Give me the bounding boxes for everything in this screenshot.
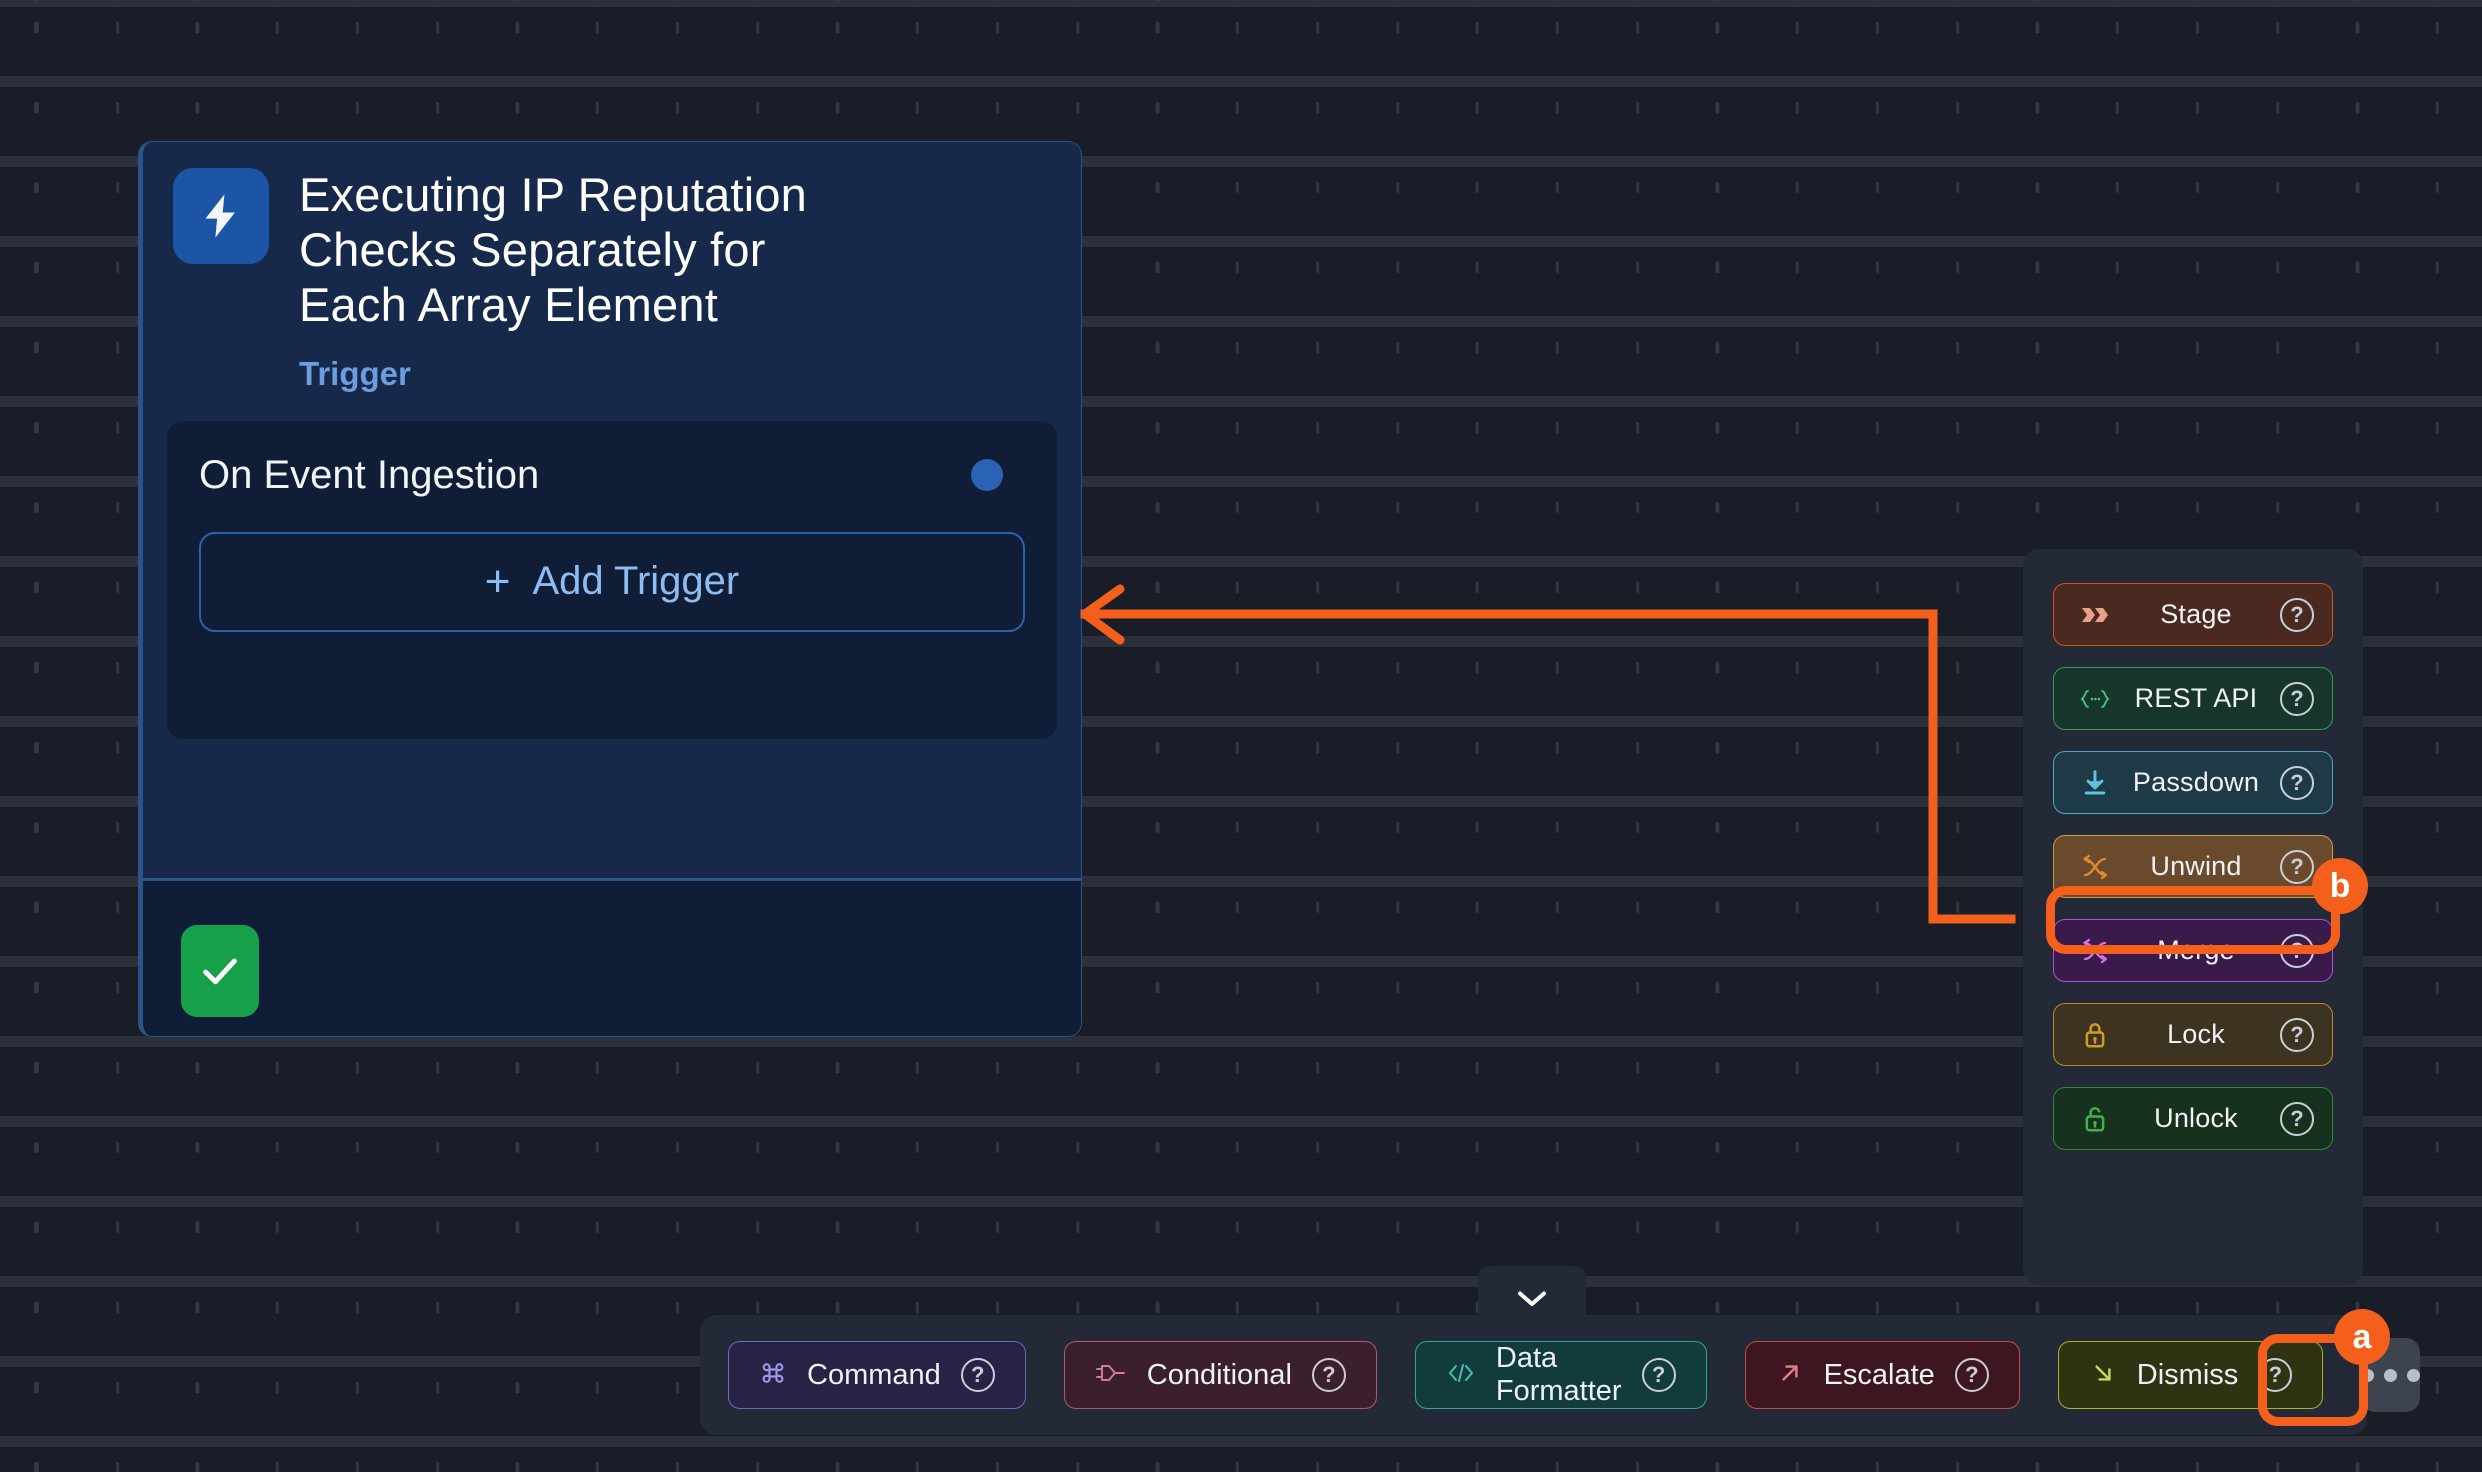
lock-closed-icon [2072,1020,2118,1050]
toolbar-label: Escalate [1823,1358,1935,1391]
node-palette-panel[interactable]: Stage ? REST API ? [2023,549,2363,1285]
stage-node-button[interactable]: Stage ? [2053,583,2333,646]
help-icon[interactable]: ? [1954,1358,1989,1392]
help-icon[interactable]: ? [1641,1358,1676,1392]
help-icon[interactable]: ? [2280,933,2314,968]
help-icon[interactable]: ? [2280,849,2314,884]
arrow-up-right-icon [1776,1359,1804,1392]
trigger-card-subtitle: Trigger [299,354,411,392]
ellipsis-icon [2384,1368,2398,1382]
merge-arrows-icon [2072,938,2118,964]
toolbar-label: Dismiss [2136,1358,2239,1391]
help-icon[interactable]: ? [2280,1101,2314,1136]
node-palette-list: Stage ? REST API ? [2023,549,2363,1184]
toolbar-label: Command [807,1358,941,1391]
lock-node-button[interactable]: Lock ? [2053,1003,2333,1066]
add-trigger-button[interactable]: + Add Trigger [199,531,1025,632]
chevron-down-icon [1518,1291,1546,1306]
node-label: Merge [2157,935,2235,965]
plus-icon: + [484,556,511,606]
node-label: Lock [2167,1019,2225,1049]
curly-braces-icon [2072,687,2118,711]
download-icon [2072,768,2118,798]
event-label: On Event Ingestion [199,452,540,497]
merge-node-button[interactable]: Merge ? [2053,919,2333,982]
card-divider [143,878,1081,881]
toolbar-label: Conditional [1146,1358,1292,1391]
page-title: Executing IP Reputation Checks Separatel… [299,168,808,331]
passdown-node-button[interactable]: Passdown ? [2053,751,2333,814]
help-icon[interactable]: ? [2258,1358,2293,1392]
toolbar-label: Data Formatter [1495,1342,1622,1407]
rest-api-node-button[interactable]: REST API ? [2053,667,2333,730]
command-key-icon [759,1359,787,1392]
node-label: Unlock [2154,1103,2238,1133]
help-icon[interactable]: ? [1311,1358,1346,1392]
conditional-toolbar-button[interactable]: Conditional ? [1063,1341,1377,1409]
unwind-split-icon [2072,854,2118,880]
double-chevron-right-icon [2072,604,2118,626]
node-label: REST API [2134,683,2258,713]
node-label: Passdown [2132,767,2260,797]
annotation-bubble-b: b [2312,858,2368,914]
conditional-io-icon [1095,1362,1127,1389]
command-toolbar-button[interactable]: Command ? [728,1341,1026,1409]
ellipsis-icon [2407,1368,2421,1382]
annotation-bubble-a: a [2334,1309,2390,1365]
node-toolbar[interactable]: Command ? Conditional ? Data Formatter ? [700,1315,2421,1435]
trigger-card-body: On Event Ingestion + Add Trigger [167,420,1057,739]
dismiss-toolbar-button[interactable]: Dismiss ? [2057,1341,2324,1409]
escalate-toolbar-button[interactable]: Escalate ? [1744,1341,2020,1409]
arrow-down-right-icon [2089,1359,2117,1392]
code-brackets-icon [1446,1361,1476,1390]
unwind-node-button[interactable]: Unwind ? [2053,835,2333,898]
node-label: Stage [2160,599,2232,629]
node-label: Unwind [2150,851,2242,881]
trigger-card-footer [143,881,1081,1036]
output-port-handle[interactable] [971,459,1003,492]
check-icon [181,925,259,1017]
add-trigger-label: Add Trigger [532,559,740,604]
trigger-card-header: Executing IP Reputation Checks Separatel… [143,142,1081,393]
lightning-bolt-icon [173,168,269,264]
unlock-node-button[interactable]: Unlock ? [2053,1087,2333,1150]
help-icon[interactable]: ? [2280,1017,2314,1052]
event-row: On Event Ingestion [199,453,1025,498]
help-icon[interactable]: ? [2280,597,2314,632]
help-icon[interactable]: ? [2280,765,2314,800]
help-icon[interactable]: ? [960,1358,995,1392]
trigger-card[interactable]: Executing IP Reputation Checks Separatel… [138,141,1082,1037]
help-icon[interactable]: ? [2280,681,2314,716]
ellipsis-icon [2361,1368,2375,1382]
lock-open-icon [2072,1104,2118,1134]
data-formatter-toolbar-button[interactable]: Data Formatter ? [1414,1341,1707,1409]
